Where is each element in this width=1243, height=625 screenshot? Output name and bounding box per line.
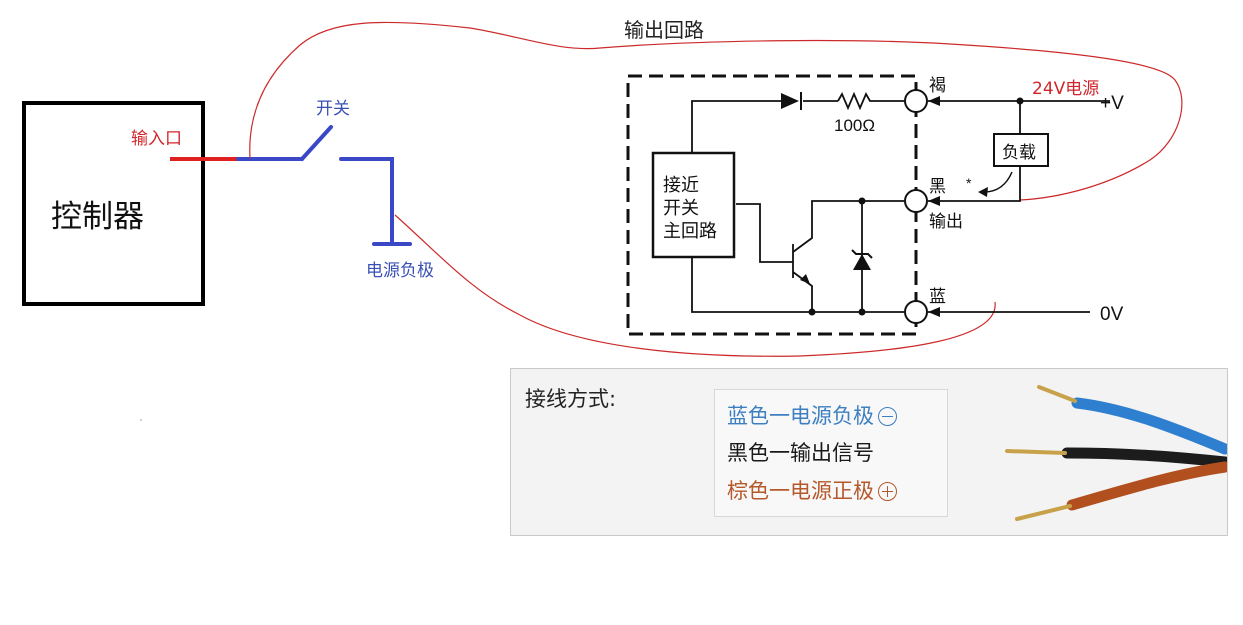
wiring-blue-text: 蓝色一电源负极 <box>727 404 874 428</box>
black-wire-icon <box>1061 447 1227 468</box>
junction-dots <box>808 97 1024 316</box>
main-circuit-line-2: 开关 <box>663 198 699 219</box>
resistor-icon <box>837 91 872 111</box>
controller-label: 控制器 <box>51 199 144 235</box>
wiring-black-text: 黑色一输出信号 <box>727 441 874 465</box>
zener-diode-icon <box>851 249 873 270</box>
wiring-row-blue: 蓝色一电源负极 <box>727 400 897 430</box>
cable-illustration <box>1005 385 1227 521</box>
zero-v-label: 0V <box>1100 304 1124 325</box>
plus-circle-icon <box>878 482 897 501</box>
main-circuit-line-1: 接近 <box>663 175 699 196</box>
load-label: 负载 <box>1002 143 1036 163</box>
wiring-list: 蓝色一电源负极 黑色一输出信号 棕色一电源正极 <box>714 389 948 517</box>
wiring-row-brown: 棕色一电源正极 <box>727 475 897 505</box>
black-wire-tip-icon <box>1005 449 1067 455</box>
ground-label: 电源负极 <box>366 261 434 281</box>
blue-wire-icon <box>1071 397 1227 455</box>
input-port-label: 输入口 <box>131 129 182 149</box>
sensor-internal-wiring <box>691 100 1110 313</box>
output-loop-label: 输出回路 <box>624 18 704 42</box>
plus-v-label: +V <box>1100 93 1124 114</box>
brown-wire-icon <box>1066 461 1227 511</box>
blue-wire-tip-icon <box>1037 385 1077 403</box>
main-circuit-line-3: 主回路 <box>663 221 717 242</box>
terminals <box>904 89 928 324</box>
load-box <box>993 133 1049 167</box>
wiring-panel: 接线方式: 蓝色一电源负极 黑色一输出信号 棕色一电源正极 <box>510 368 1228 536</box>
brown-terminal-label: 褐 <box>929 76 946 96</box>
switch-wiring <box>236 125 412 246</box>
asterisk-label: * <box>966 175 972 191</box>
resistor-label: 100Ω <box>834 116 875 135</box>
blue-terminal-label: 蓝 <box>929 287 946 307</box>
stray-dot <box>140 419 142 421</box>
wiring-title: 接线方式: <box>525 387 617 411</box>
output-terminal-label: 输出 <box>929 212 963 232</box>
controller-box <box>22 101 205 306</box>
output-loop-line <box>249 21 1183 357</box>
wiring-brown-text: 棕色一电源正极 <box>727 479 874 503</box>
main-circuit-box <box>651 151 736 259</box>
switch-label: 开关 <box>316 99 350 119</box>
diode-icon <box>781 92 802 110</box>
minus-circle-icon <box>878 407 897 426</box>
load-current-arrow <box>983 171 1013 193</box>
wiring-row-black: 黑色一输出信号 <box>727 437 874 467</box>
load-arrowhead-icon <box>978 187 988 197</box>
terminal-black <box>904 189 928 213</box>
terminal-brown <box>904 89 928 113</box>
black-terminal-label: 黑 <box>929 177 946 197</box>
terminal-blue <box>904 300 928 324</box>
brown-wire-tip-icon <box>1015 504 1072 521</box>
transistor-arrow-icon <box>800 274 810 284</box>
terminal-arrows <box>928 96 940 317</box>
supply-label: 24V电源 <box>1032 79 1099 99</box>
